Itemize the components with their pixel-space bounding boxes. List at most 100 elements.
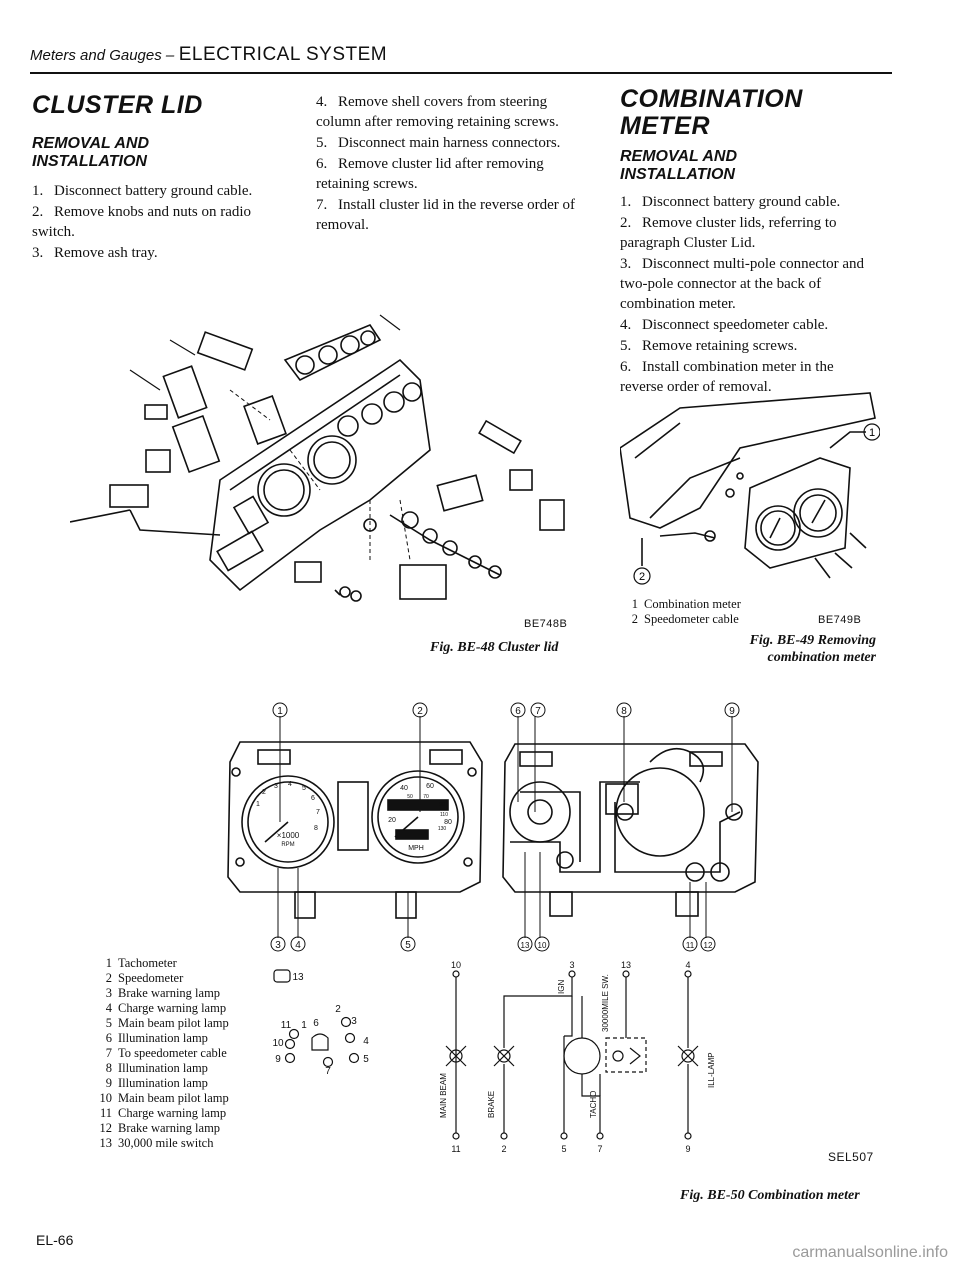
circuit-pin-label: 13 [621, 960, 631, 970]
list-item: 1.Disconnect battery ground cable. [32, 183, 253, 199]
combination-meter-circuit: 10 3 13 4 11 2 5 7 9 IGN 30000MILE SW. I… [439, 960, 716, 1154]
page-number: EL-66 [36, 1232, 74, 1248]
circuit-pin-label: 5 [561, 1144, 566, 1154]
callout-bottom: 10 [538, 941, 547, 950]
circuit-pin-label: 11 [451, 1144, 460, 1154]
circuit-pin-label: 10 [451, 960, 461, 970]
list-item: 3.Disconnect multi-pole connector and tw… [620, 256, 865, 312]
speed-inner-label: 130 [438, 826, 447, 832]
tach-scale-label: 1 [256, 801, 260, 808]
list-item: 2.Remove knobs and nuts on radio switch. [32, 204, 252, 240]
callout-top: 7 [535, 706, 541, 717]
combination-meter-heading: COMBINATION METER [620, 85, 803, 140]
tach-scale-label: 7 [316, 809, 320, 816]
fig48-caption: Fig. BE-48 Cluster lid [430, 640, 559, 655]
list-item: 6.Remove cluster lid after removing reta… [316, 156, 544, 192]
list-item: 4.Remove shell covers from steering colu… [316, 94, 559, 130]
fig49-caption: Fig. BE-49 Removing combination meter [749, 633, 876, 665]
tach-scale-label: 2 [262, 789, 266, 796]
connector-pin-label: 4 [363, 1036, 369, 1047]
fig49-code: BE749B [818, 614, 862, 626]
circuit-label-mile-switch: 30000MILE SW. [601, 974, 610, 1032]
connector-pin-label: 3 [351, 1016, 357, 1027]
list-item: 5.Disconnect main harness connectors. [316, 135, 561, 151]
callout-bottom: 5 [405, 940, 411, 951]
list-item: 1.Disconnect battery ground cable. [620, 194, 841, 210]
callout-top: 2 [417, 706, 423, 717]
speed-inner-label: 50 [407, 794, 413, 800]
cluster-lid-col1: CLUSTER LID REMOVAL AND INSTALLATION 1.D… [32, 92, 294, 264]
speed-scale-label: 60 [426, 783, 434, 790]
tach-scale-label: 8 [314, 825, 318, 832]
connector-pin-label: 7 [325, 1066, 331, 1076]
tach-scale-label: 4 [288, 781, 292, 788]
combination-meter-removal-illustration: 1 2 [620, 392, 880, 585]
connector-pin-label: 8 [328, 1017, 329, 1019]
speed-scale-label: 80 [444, 819, 452, 826]
cluster-lid-heading: CLUSTER LID [32, 91, 203, 119]
callout-2: 2 [639, 571, 645, 583]
circuit-label-brake: BRAKE [487, 1091, 496, 1118]
callout-top: 8 [621, 706, 627, 717]
circuit-pin-label: 4 [685, 960, 690, 970]
tach-scale-label: 5 [302, 785, 306, 792]
tach-scale-label: 3 [274, 783, 278, 790]
circuit-label-ign: IGN [557, 980, 566, 994]
speed-inner-label: 90 [439, 802, 445, 808]
combination-meter-col: COMBINATION METER REMOVAL AND INSTALLATI… [620, 86, 874, 398]
header-rule [30, 72, 892, 74]
connector-pin-label: 5 [363, 1054, 369, 1065]
speed-scale-label: 40 [400, 785, 408, 792]
circuit-label-tacho: TACHO [589, 1091, 598, 1118]
connector-pin-label: 1 [301, 1020, 307, 1031]
cluster-lid-steps-a: 1.Disconnect battery ground cable. 2.Rem… [32, 181, 294, 263]
speed-unit: MPH [408, 845, 424, 852]
connector-pin-label: 2 [335, 1004, 341, 1015]
header-section: Meters and Gauges – [30, 47, 175, 64]
speed-inner-label: 110 [440, 812, 448, 818]
combination-meter-steps: 1.Disconnect battery ground cable. 2.Rem… [620, 192, 874, 397]
circuit-pin-label: 3 [569, 960, 574, 970]
tach-sub: RPM [281, 842, 294, 848]
callout-bottom: 11 [686, 941, 695, 950]
callout-top: 1 [277, 706, 283, 717]
cluster-lid-exploded-illustration [70, 314, 565, 602]
fig50-caption: Fig. BE-50 Combination meter [680, 1188, 860, 1203]
callout-2-circle [633, 567, 651, 585]
list-item: 2.Remove cluster lids, referring to para… [620, 215, 837, 251]
circuit-pin-label: 2 [501, 1144, 506, 1154]
callout-1-circle [863, 423, 880, 441]
connector-pin-diagram: 13 2 3 11 1 4 10 6 9 5 7 8 [272, 969, 369, 1076]
fig50-code: SEL507 [828, 1150, 874, 1164]
callout-top: 6 [515, 706, 521, 717]
combination-meter-views-illustration: 1 2 3 4 5 6 7 8 ×1000 RPM 20 40 60 80 50… [227, 702, 759, 952]
callout-bottom: 12 [704, 941, 713, 950]
callout-1: 1 [869, 427, 875, 439]
connector-pin-label: 6 [313, 1018, 319, 1029]
list-item: 6.Install combination meter in the rever… [620, 359, 834, 395]
connector-pin-label: 10 [272, 1038, 284, 1049]
list-item: 3.Remove ash tray. [32, 245, 158, 261]
callout-bottom: 3 [275, 940, 281, 951]
connector-label: 13 [292, 972, 304, 983]
cluster-lid-subheading: REMOVAL AND INSTALLATION [32, 135, 150, 170]
callout-bottom: 4 [295, 940, 301, 951]
callout-bottom: 13 [521, 941, 530, 950]
circuit-label-main-beam: MAIN BEAM [439, 1073, 448, 1118]
circuit-pin-label: 9 [685, 1144, 690, 1154]
list-item: 7.Install cluster lid in the reverse ord… [316, 197, 575, 233]
cluster-lid-steps-b: 4.Remove shell covers from steering colu… [316, 92, 584, 235]
